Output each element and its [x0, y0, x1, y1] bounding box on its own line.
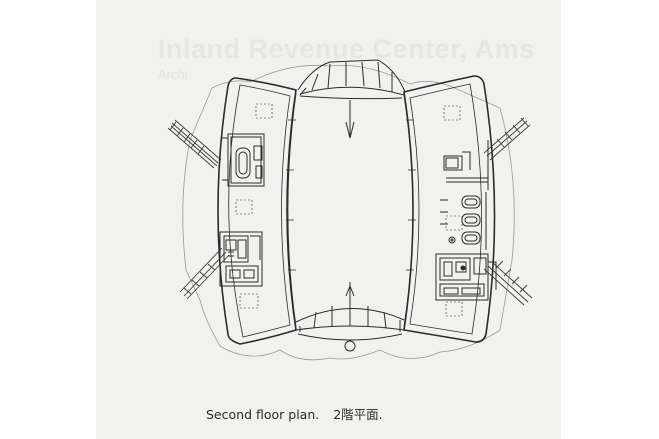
- caption-japanese: 2階平面.: [333, 407, 383, 422]
- right-service-stalls: [440, 192, 487, 250]
- courtyard-edges: [286, 93, 416, 327]
- scanned-page: [96, 0, 561, 439]
- spur-structures: [167, 117, 533, 306]
- left-lower-core: [219, 231, 263, 287]
- caption-english: Second floor plan.: [206, 407, 320, 422]
- right-wing: [403, 75, 497, 343]
- right-upper-core: [443, 140, 489, 190]
- right-lower-core: [435, 253, 497, 301]
- top-canopy: [297, 59, 406, 139]
- bottom-canopy: [295, 282, 405, 352]
- canopy-outline: [182, 64, 515, 361]
- show-through-title: Inland Revenue Center, Ams: [158, 34, 535, 64]
- show-through-subtitle: Archi: [158, 67, 188, 82]
- left-wing: [217, 77, 297, 345]
- plan-caption: Second floor plan. 2階平面.: [206, 404, 383, 423]
- left-upper-core: [222, 133, 265, 187]
